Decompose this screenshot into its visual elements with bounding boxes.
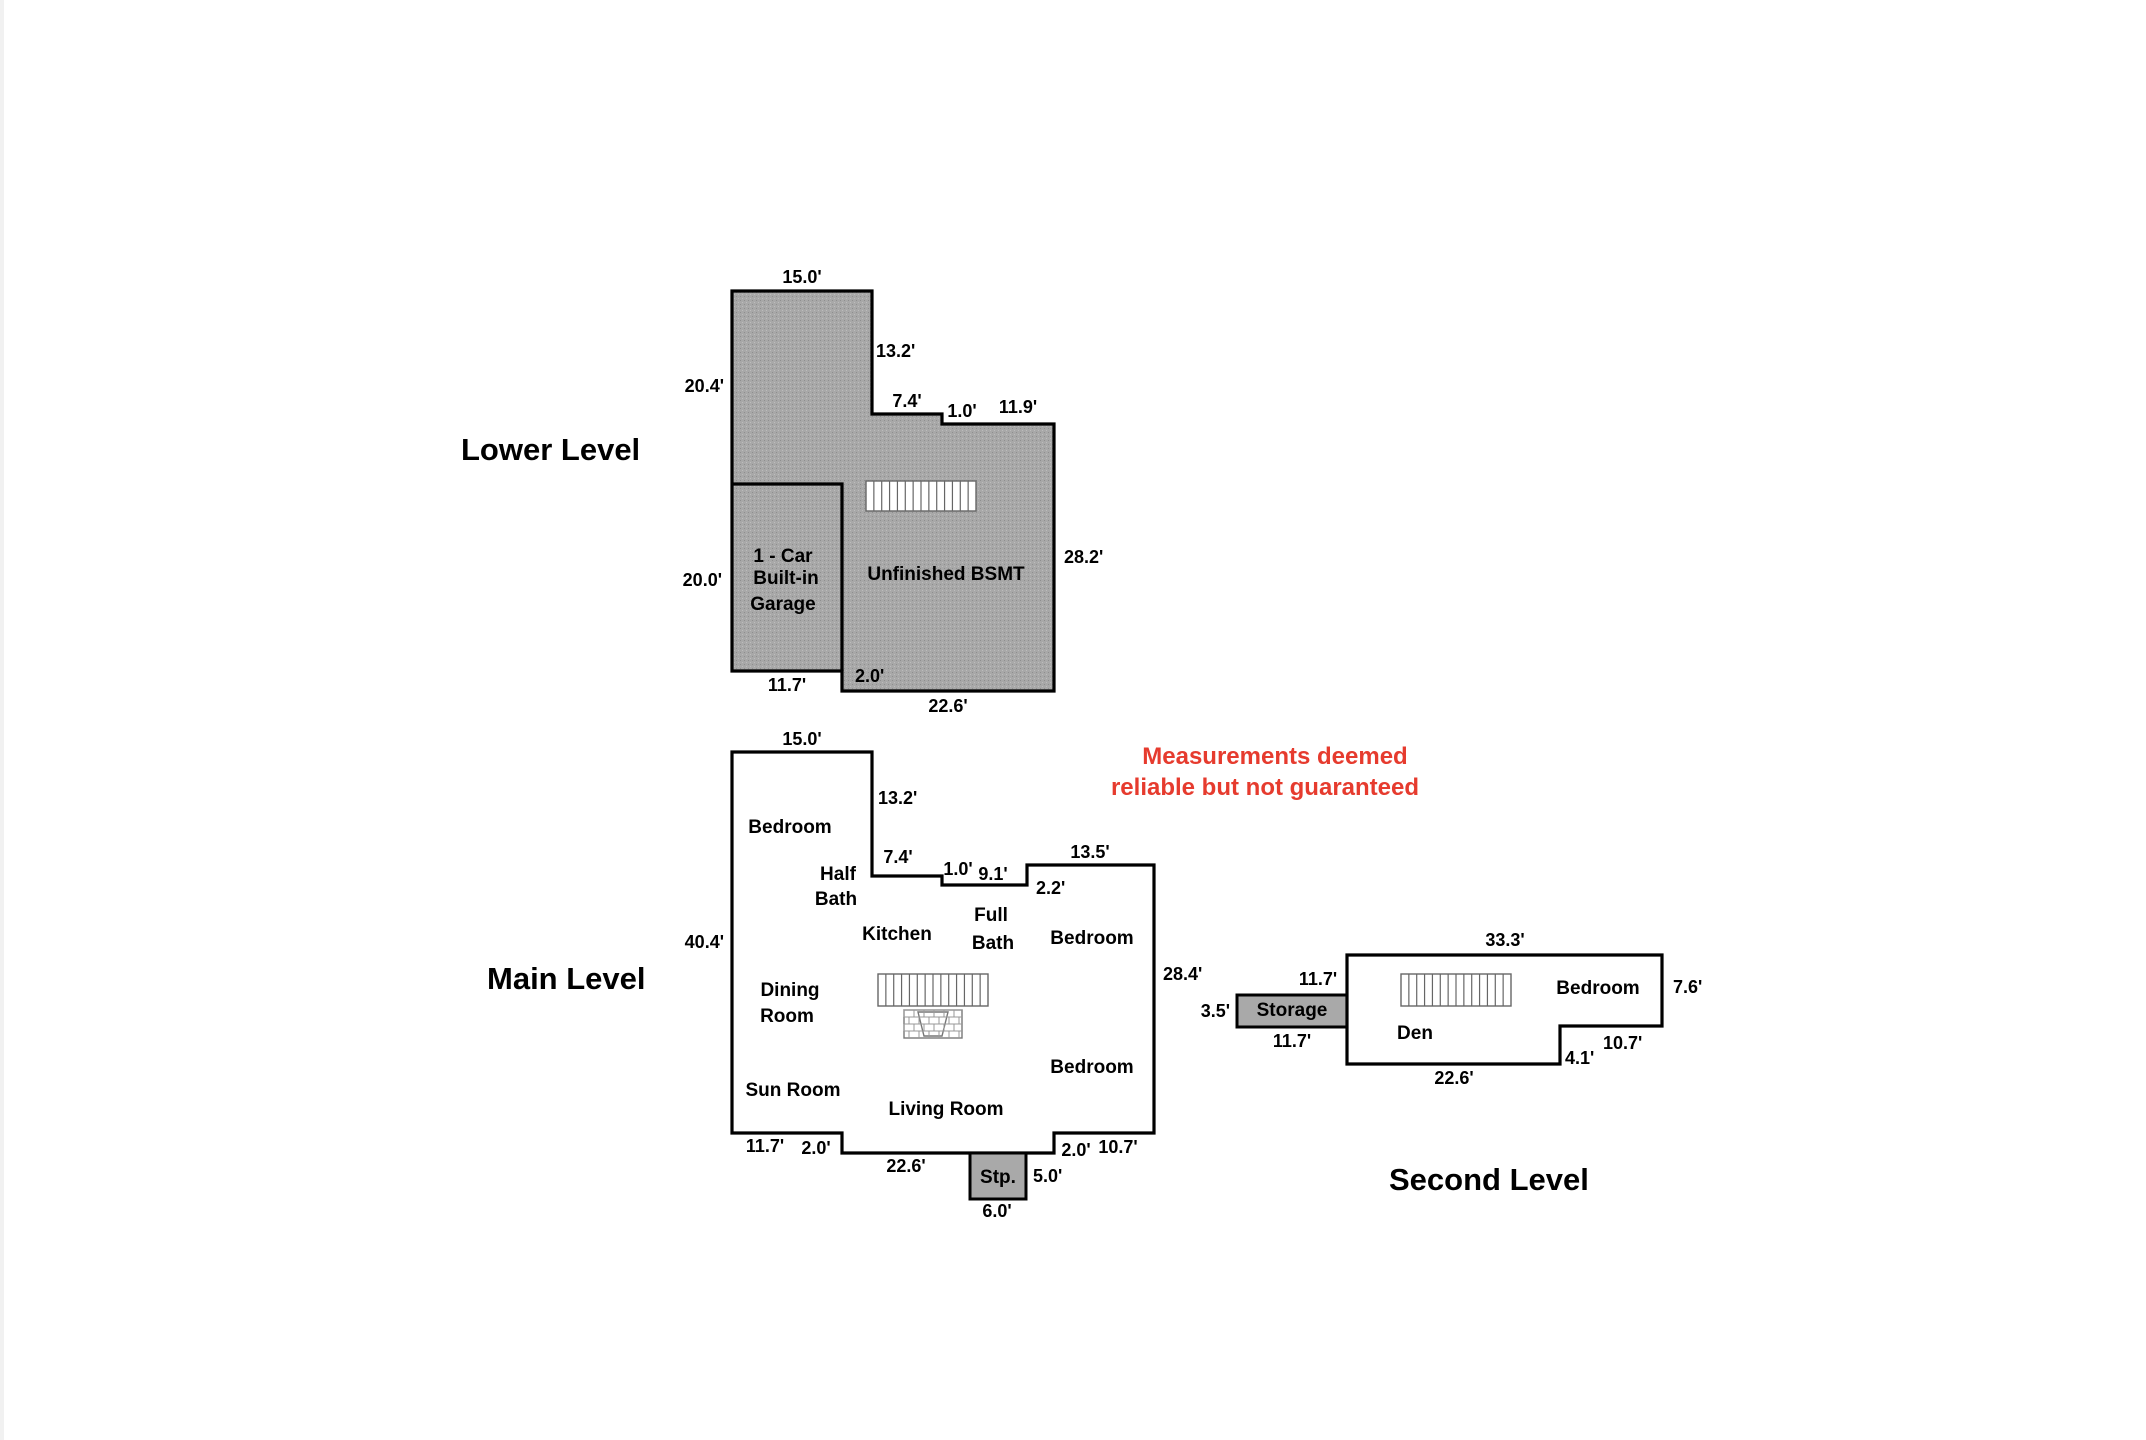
measurement-disclaimer-line2: reliable but not guaranteed — [1111, 774, 1419, 801]
second-dim-storage-bottom: 11.7' — [1273, 1031, 1311, 1051]
basement-label: Unfinished BSMT — [867, 564, 1025, 585]
room-den: Den — [1397, 1023, 1433, 1044]
main-dim-right: 28.4' — [1163, 964, 1202, 984]
second-level-storage — [1235, 993, 1349, 1029]
garage-label-line1: 1 - Car — [753, 546, 813, 567]
lower-level-title: Lower Level — [461, 432, 640, 467]
main-dim-right-upper: 13.2' — [878, 788, 917, 808]
lower-dim-step2: 1.0' — [947, 401, 976, 421]
room-living-room: Living Room — [888, 1099, 1003, 1120]
lower-dim-left-upper: 20.4' — [685, 376, 724, 396]
second-dim-step-side: 4.1' — [1565, 1048, 1594, 1068]
lower-dim-top: 15.0' — [782, 267, 821, 287]
room-dining-line1: Dining — [760, 980, 819, 1001]
lower-dim-bottom: 22.6' — [928, 696, 967, 716]
measurement-disclaimer-line1: Measurements deemed — [1142, 743, 1407, 770]
second-dim-storage-side: 3.5' — [1201, 1001, 1230, 1021]
room-full-bath-line2: Bath — [972, 933, 1014, 954]
room-storage: Storage — [1257, 1000, 1328, 1021]
second-dim-top: 33.3' — [1485, 930, 1524, 950]
room-bedroom-nw: Bedroom — [748, 817, 831, 838]
main-dim-step4: 2.2' — [1036, 878, 1065, 898]
second-dim-storage-top: 11.7' — [1299, 969, 1337, 989]
room-full-bath-line1: Full — [974, 905, 1008, 926]
lower-level: Lower Level 1 - Car Built-in Garage Unfi… — [461, 267, 1103, 716]
main-dim-stoop-width: 6.0' — [982, 1201, 1011, 1221]
garage-label-line2: Built-in — [753, 568, 818, 589]
lower-level-staircase-icon — [865, 480, 977, 512]
room-kitchen: Kitchen — [862, 924, 932, 945]
lower-dim-right-upper: 13.2' — [876, 341, 915, 361]
lower-level-garage-walls — [732, 482, 844, 671]
main-dim-top-right: 13.5' — [1070, 842, 1109, 862]
room-half-bath-line2: Bath — [815, 889, 857, 910]
second-level: Second Level Storage Bedroom Den 33.3' 7… — [1201, 930, 1703, 1197]
main-dim-top: 15.0' — [782, 729, 821, 749]
fireplace-icon — [903, 1009, 963, 1039]
room-bedroom-se: Bedroom — [1050, 1057, 1133, 1078]
main-dim-bottom-right: 10.7' — [1098, 1137, 1137, 1157]
second-dim-right: 7.6' — [1673, 977, 1702, 997]
main-level-staircase-icon — [877, 973, 989, 1007]
lower-dim-garage-bottom: 11.7' — [768, 675, 806, 695]
room-stoop: Stp. — [980, 1167, 1016, 1188]
room-half-bath-line1: Half — [820, 864, 857, 885]
main-dim-offset-right: 2.0' — [1061, 1140, 1090, 1160]
main-level-title: Main Level — [487, 961, 646, 996]
main-dim-offset-left: 2.0' — [801, 1138, 830, 1158]
main-dim-bottom: 22.6' — [886, 1156, 925, 1176]
room-dining-line2: Room — [760, 1006, 814, 1027]
lower-dim-right: 28.2' — [1064, 547, 1103, 567]
lower-dim-step1: 7.4' — [892, 391, 921, 411]
main-dim-step3: 9.1' — [978, 864, 1007, 884]
second-level-title: Second Level — [1389, 1162, 1589, 1197]
room-bedroom-ne: Bedroom — [1050, 928, 1133, 949]
main-dim-step2: 1.0' — [943, 859, 972, 879]
lower-dim-left-lower: 20.0' — [683, 570, 722, 590]
room-sun-room: Sun Room — [746, 1080, 841, 1101]
main-level: Main Level Bedroom Half Bath Kitchen Ful… — [487, 729, 1202, 1221]
second-dim-step-top: 10.7' — [1603, 1033, 1642, 1053]
room-bedroom-second: Bedroom — [1556, 978, 1639, 999]
garage-label-line3: Garage — [750, 594, 815, 615]
lower-dim-step3: 11.9' — [999, 397, 1037, 417]
left-margin-strip — [0, 0, 4, 1440]
lower-dim-offset: 2.0' — [855, 666, 884, 686]
main-dim-stoop-side: 5.0' — [1033, 1166, 1062, 1186]
main-level-outline — [730, 750, 1156, 1155]
main-dim-step1: 7.4' — [883, 847, 912, 867]
main-dim-bottom-left: 11.7' — [746, 1136, 784, 1156]
second-level-staircase-icon — [1400, 973, 1512, 1007]
main-level-stoop — [968, 1151, 1028, 1201]
main-dim-left: 40.4' — [685, 932, 724, 952]
second-dim-bottom: 22.6' — [1434, 1068, 1473, 1088]
